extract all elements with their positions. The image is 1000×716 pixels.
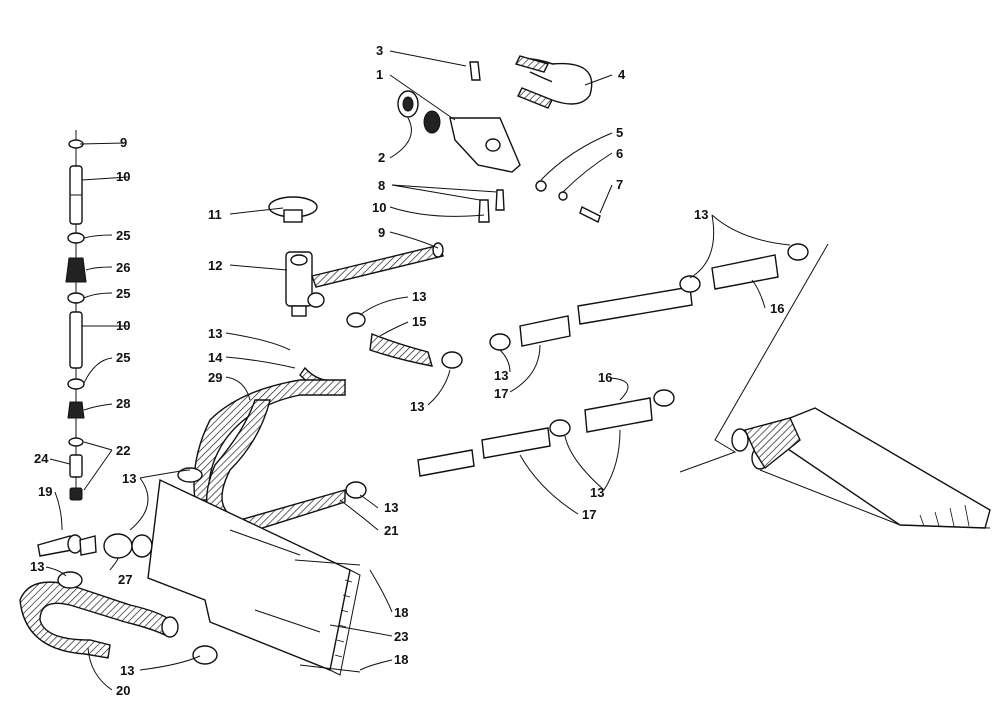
callout-23: 23 [394, 629, 408, 644]
callout-10: 10 [372, 200, 386, 215]
callout-9: 9 [120, 135, 127, 150]
drain-assembly [65, 130, 87, 501]
callout-24: 24 [34, 451, 49, 466]
callout-13: 13 [590, 485, 604, 500]
callout-10: 10 [116, 169, 130, 184]
callout-15: 15 [412, 314, 426, 329]
callout-20: 20 [116, 683, 130, 698]
callout-17: 17 [582, 507, 596, 522]
callout-13: 13 [384, 500, 398, 515]
callout-29: 29 [208, 370, 222, 385]
callout-26: 26 [116, 260, 130, 275]
callout-27: 27 [118, 572, 132, 587]
callout-4: 4 [618, 67, 626, 82]
callout-18: 18 [394, 652, 408, 667]
callout-13: 13 [208, 326, 222, 341]
callout-16: 16 [598, 370, 612, 385]
callout-labels: 3 1 2 8 10 9 4 5 6 7 11 12 13 15 13 14 2… [30, 43, 784, 698]
callout-21: 21 [384, 523, 398, 538]
callout-13: 13 [694, 207, 708, 222]
callout-13: 13 [30, 559, 44, 574]
callout-13: 13 [410, 399, 424, 414]
callout-11: 11 [208, 207, 222, 222]
callout-17: 17 [494, 386, 508, 401]
callout-14: 14 [208, 350, 223, 365]
lower-hose-run [345, 389, 675, 499]
callout-2: 2 [378, 150, 385, 165]
callout-13: 13 [122, 471, 136, 486]
callout-9: 9 [378, 225, 385, 240]
callout-12: 12 [208, 258, 222, 273]
callout-19: 19 [38, 484, 52, 499]
bracket-assembly [397, 55, 601, 223]
callout-25: 25 [116, 228, 130, 243]
upper-hose-run [346, 243, 809, 369]
heat-exchanger-left [147, 478, 361, 676]
callout-25: 25 [116, 286, 130, 301]
callout-25: 25 [116, 350, 130, 365]
callout-13: 13 [120, 663, 134, 678]
callout-7: 7 [616, 177, 623, 192]
callout-18: 18 [394, 605, 408, 620]
heat-exchanger-right [679, 243, 991, 529]
callout-1: 1 [376, 67, 383, 82]
callout-16: 16 [770, 301, 784, 316]
callout-6: 6 [616, 146, 623, 161]
callout-13: 13 [412, 289, 426, 304]
callout-8: 8 [378, 178, 385, 193]
callout-3: 3 [376, 43, 383, 58]
tee-and-cap [268, 196, 444, 317]
callout-22: 22 [116, 443, 130, 458]
leader-lines [45, 50, 791, 691]
bent-hoses [19, 366, 347, 665]
callout-28: 28 [116, 396, 130, 411]
callout-10: 10 [116, 318, 130, 333]
callout-5: 5 [616, 125, 623, 140]
callout-13: 13 [494, 368, 508, 383]
